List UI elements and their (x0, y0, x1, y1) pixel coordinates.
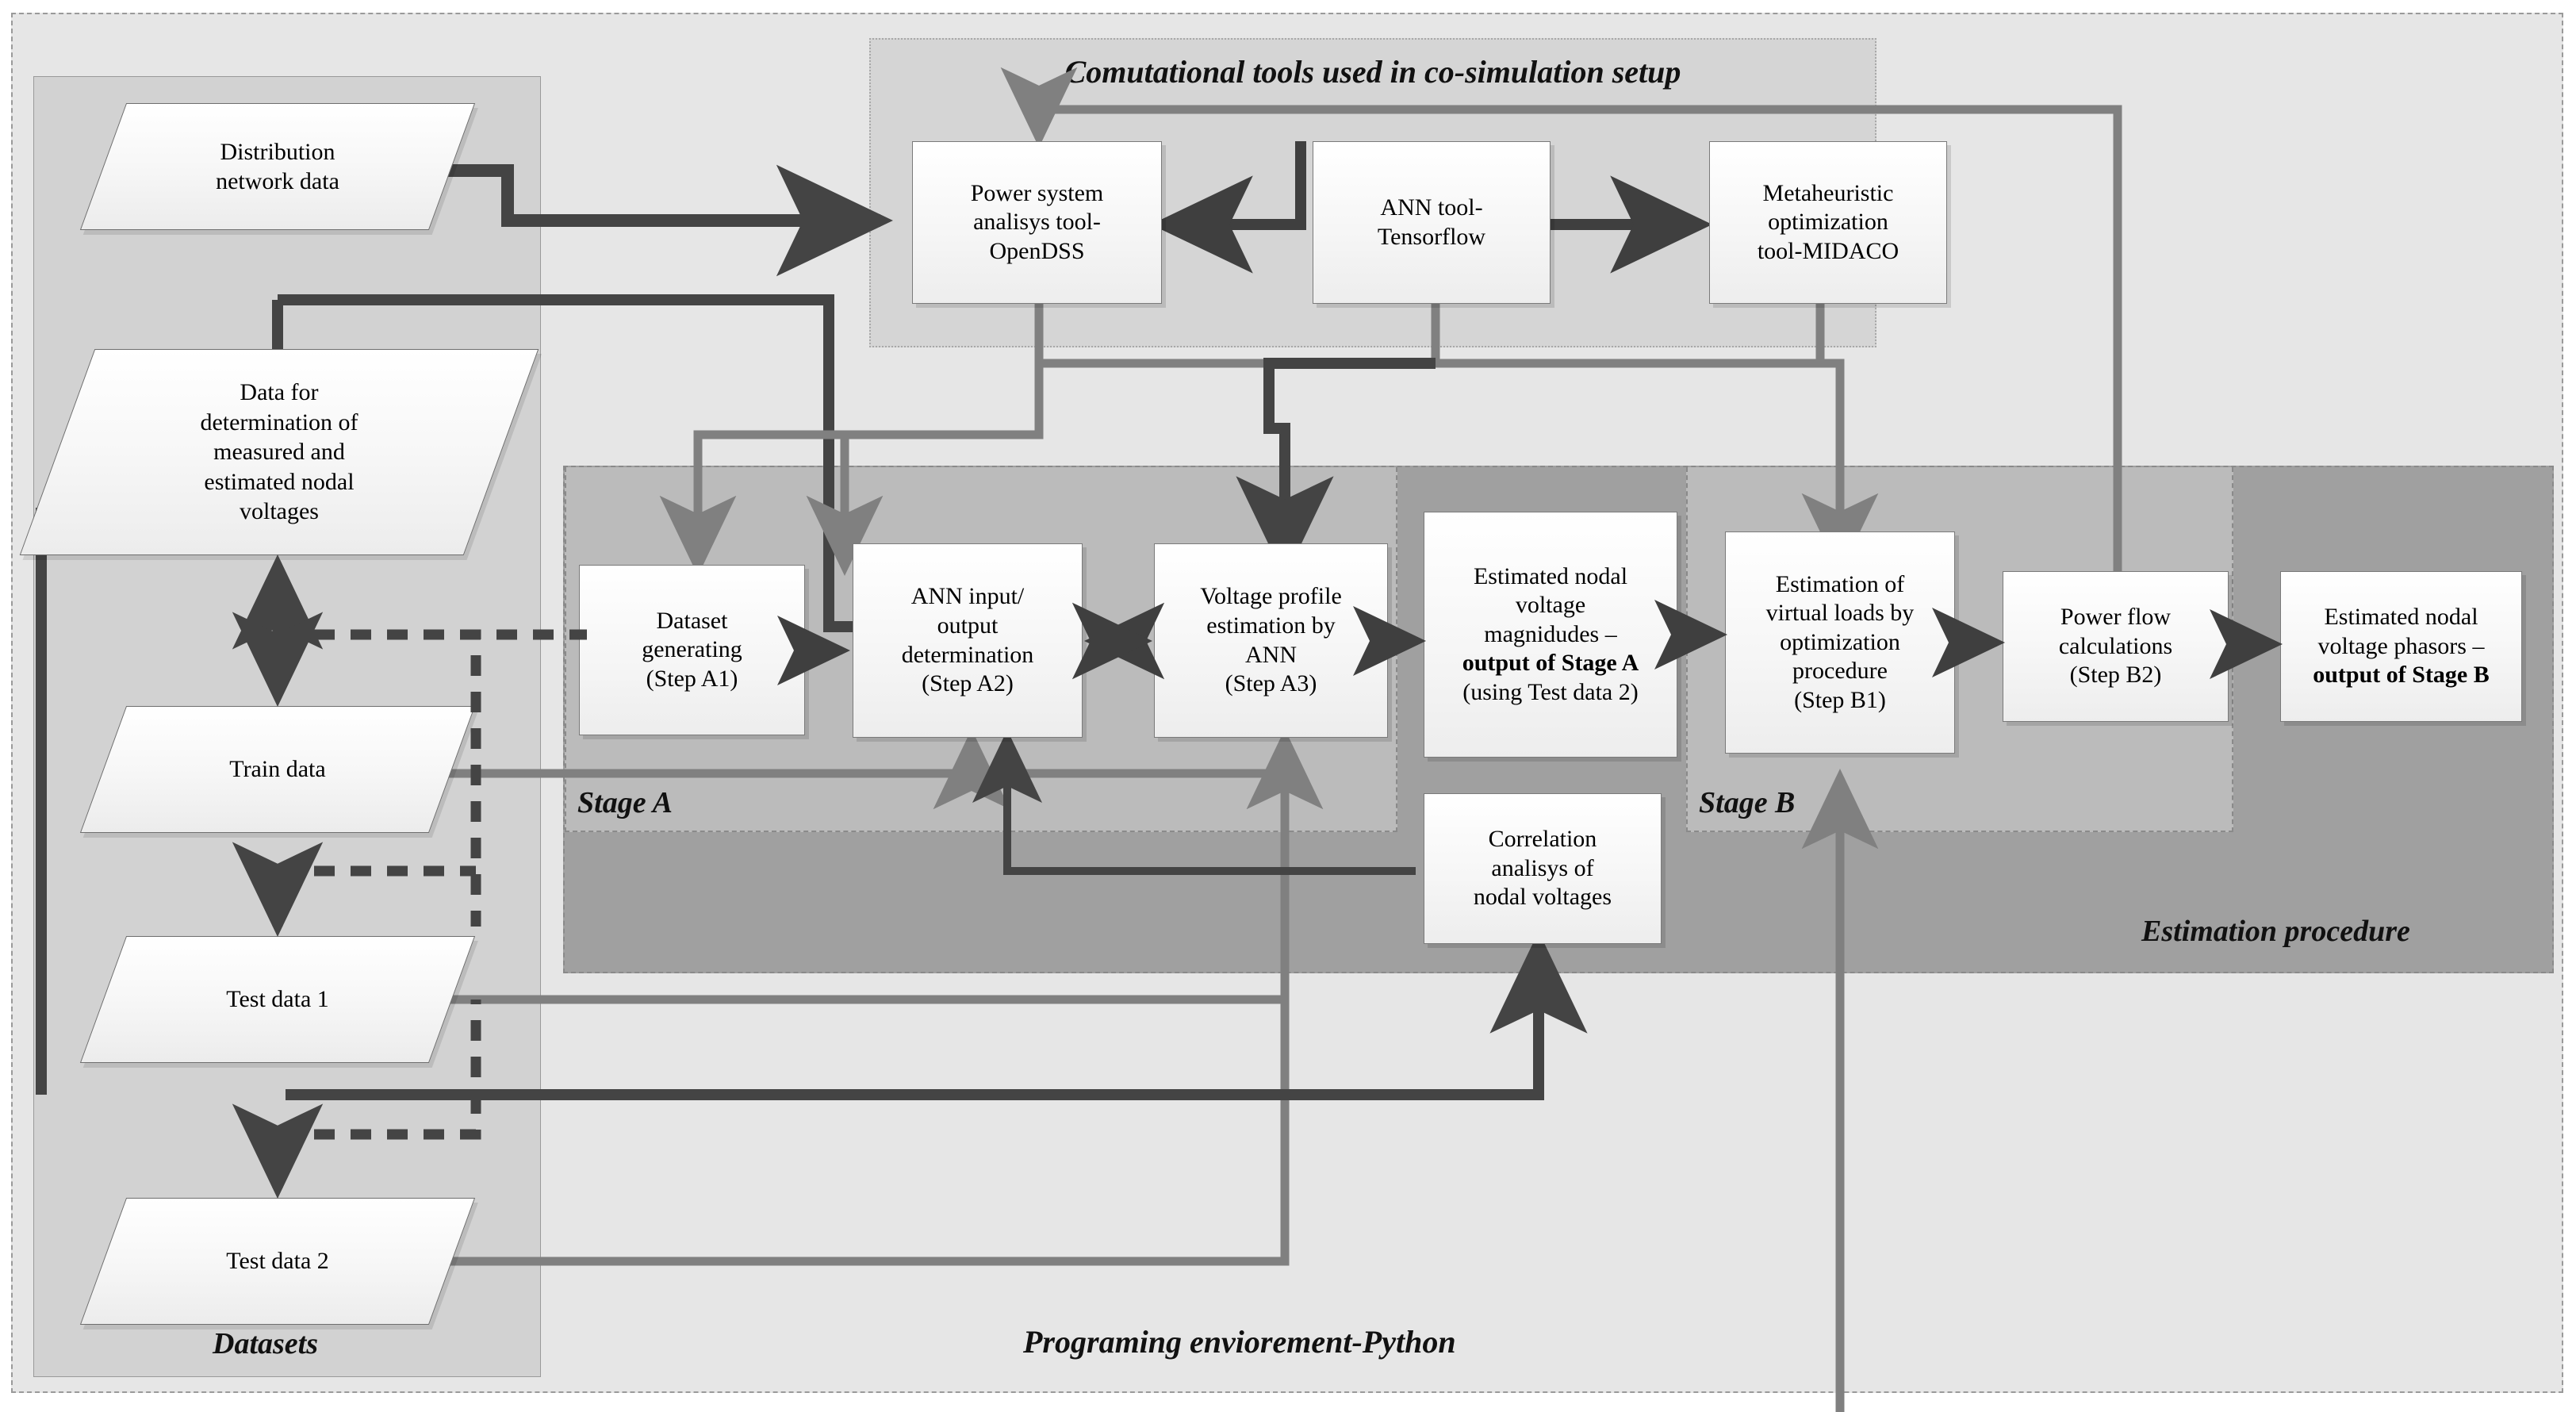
node-label-line1: Estimated nodal (2324, 604, 2478, 631)
node-label-line1: Estimated nodal (1473, 562, 1628, 589)
node-label-line4: output of Stage A (1462, 650, 1639, 677)
estimation-procedure-label: Estimation procedure (2141, 915, 2410, 948)
node-label: Test data 2 (226, 1248, 329, 1275)
wire-correlation-to-stepa2 (972, 729, 1416, 875)
node-train-data[interactable]: Train data (79, 706, 476, 833)
node-label-line5: (using Test data 2) (1462, 678, 1639, 705)
node-label: Test data 1 (226, 986, 329, 1013)
stage-b-label: Stage B (1699, 786, 1796, 819)
node-label-line2: voltage (1515, 592, 1586, 619)
node-label: Train data (229, 756, 326, 783)
wire-bus-to-correlation (286, 930, 1588, 1100)
wire-opendss-topbus-horizontal (1039, 105, 2156, 660)
wire-tensorflow-to-opendss (1150, 141, 1306, 274)
node-label: ANN tool-Tensorflow (1377, 194, 1486, 250)
wire-distribution-to-opendss (444, 164, 894, 277)
tools-region-title: Comutational tools used in co-simulation… (1064, 54, 1681, 90)
wire-dashed-determination-bus (278, 629, 481, 927)
node-tensorflow[interactable]: ANN tool-Tensorflow (1313, 141, 1551, 304)
wire-tensorflow-to-stepa3 (1236, 358, 1436, 579)
node-output-stage-a[interactable]: Estimated nodal voltage magnidudes – out… (1424, 512, 1677, 758)
wire-opendss-bottom-to-stepa1 (659, 430, 845, 577)
datasets-label: Datasets (213, 1327, 318, 1360)
wire-test-data-2-bus (444, 1000, 1290, 1266)
node-label-line2: voltage phasors – (2317, 632, 2485, 659)
node-test-data-2[interactable]: Test data 2 (79, 1198, 476, 1325)
programming-environment-label: Programing enviorement-Python (1023, 1324, 1456, 1360)
stage-a-label: Stage A (577, 786, 673, 819)
wire-dashed-test2-branch (278, 1000, 481, 1140)
node-label-line3: magnidudes – (1484, 620, 1617, 647)
node-label-line3: output of Stage B (2313, 662, 2490, 689)
node-test-data-1[interactable]: Test data 1 (79, 936, 476, 1063)
node-output-stage-b[interactable]: Estimated nodal voltage phasors – output… (2280, 571, 2522, 722)
wire-midaco-to-stepb1 (1801, 303, 1879, 574)
